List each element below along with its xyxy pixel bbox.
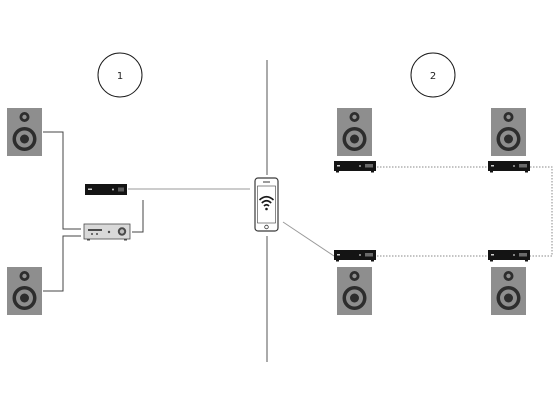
zone-1-speaker-bottom — [7, 267, 42, 315]
zone-1-speaker-top — [7, 108, 42, 156]
zone-1-marker: 1 — [97, 52, 143, 98]
zone-1-label: 1 — [117, 71, 123, 82]
zone-2-label: 2 — [430, 71, 436, 82]
zone-2-amp-bottom-right — [488, 250, 530, 262]
zone-2-speaker-bottom-left — [337, 267, 372, 315]
zone-2-amp-top-left — [334, 161, 376, 173]
zone-2-speaker-top-left — [337, 108, 372, 156]
zone-2-speaker-bottom-right — [491, 267, 526, 315]
zone-2-wiring — [282, 166, 553, 257]
zone-2-speaker-top-right — [491, 108, 526, 156]
zone-2-marker: 2 — [410, 52, 456, 98]
zone-1-streamer — [85, 184, 127, 195]
wifi-icon — [258, 195, 275, 211]
smartphone-icon — [254, 177, 279, 232]
zone-2-amp-top-right — [488, 161, 530, 173]
zone-1-wiring — [43, 131, 250, 292]
zone-2-amp-bottom-left — [334, 250, 376, 262]
zone-1-amplifier — [83, 223, 131, 241]
